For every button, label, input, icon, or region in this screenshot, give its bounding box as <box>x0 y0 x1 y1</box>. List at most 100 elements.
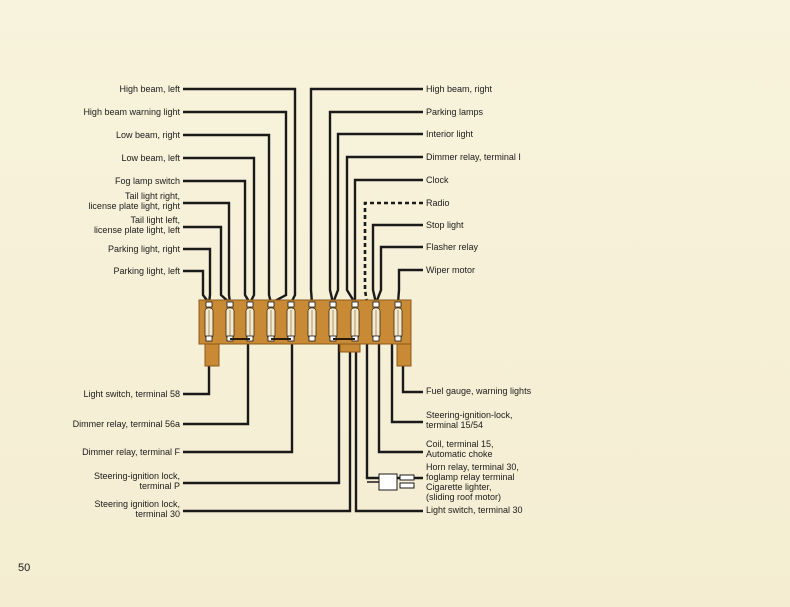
label-bottom-right-6: Light switch, terminal 30 <box>426 505 523 515</box>
label-top-left-1: High beam, left <box>119 84 180 94</box>
wire-top-left-8 <box>183 247 212 304</box>
fuse-terminal-top <box>329 301 337 308</box>
connector-symbol <box>367 473 415 491</box>
label-bottom-right-1: Fuel gauge, warning lights <box>426 386 532 396</box>
wire-top-left-4 <box>183 156 256 304</box>
label-bottom-right-5: Cigarette lighter,(sliding roof motor) <box>426 482 501 502</box>
fuse-terminal-top <box>287 301 295 308</box>
label-top-right-5-line: Clock <box>426 175 449 185</box>
label-top-left-4-line: Low beam, left <box>121 153 180 163</box>
fuse-terminal-top <box>226 301 234 308</box>
label-bottom-right-5-line: (sliding roof motor) <box>426 492 501 502</box>
label-top-right-5: Clock <box>426 175 449 185</box>
label-top-right-3-line: Interior light <box>426 129 474 139</box>
fuse-terminal-top <box>394 301 402 308</box>
label-bottom-left-5-line: Steering ignition lock, <box>94 499 180 509</box>
label-top-left-5-line: Fog lamp switch <box>115 176 180 186</box>
wire-top-left-3 <box>183 133 273 304</box>
wire-top-right-6 <box>363 201 423 304</box>
label-top-left-8-line: Parking light, right <box>108 244 181 254</box>
wire-top-left-5 <box>183 179 252 304</box>
label-top-right-7: Stop light <box>426 220 464 230</box>
wire-top-left-1 <box>183 87 297 304</box>
wire-bottom-left-3 <box>183 344 294 454</box>
connector-pin <box>399 482 415 489</box>
label-bottom-right-2-line: terminal 15/54 <box>426 420 483 430</box>
label-top-left-7-line: Tail light left, <box>130 215 180 225</box>
label-bottom-right-3-line: Coil, terminal 15, <box>426 439 494 449</box>
wire-top-left-7 <box>183 225 231 304</box>
label-top-right-1: High beam, right <box>426 84 493 94</box>
label-bottom-left-3: Dimmer relay, terminal F <box>82 447 180 457</box>
fuse-terminal-top <box>205 301 213 308</box>
wire-top-right-1 <box>309 87 423 304</box>
label-bottom-left-2-line: Dimmer relay, terminal 56a <box>73 419 180 429</box>
label-top-right-1-line: High beam, right <box>426 84 493 94</box>
wire-bottom-left-4 <box>183 344 341 485</box>
fuse-terminal-top <box>246 301 254 308</box>
label-bottom-right-3-line: Automatic choke <box>426 449 493 459</box>
label-top-left-1-line: High beam, left <box>119 84 180 94</box>
label-top-right-9: Wiper motor <box>426 265 475 275</box>
label-bottom-right-1-line: Fuel gauge, warning lights <box>426 386 532 396</box>
label-top-left-7: Tail light left,license plate light, lef… <box>94 215 181 235</box>
label-bottom-right-4: Horn relay, terminal 30,foglamp relay te… <box>426 462 519 482</box>
label-top-right-7-line: Stop light <box>426 220 464 230</box>
label-top-right-4-line: Dimmer relay, terminal I <box>426 152 521 162</box>
label-top-left-6-line: Tail light right, <box>125 191 180 201</box>
wire-top-right-7 <box>371 223 423 304</box>
label-bottom-right-4-line: foglamp relay terminal <box>426 472 515 482</box>
label-top-left-2: High beam warning light <box>83 107 180 117</box>
label-top-right-2: Parking lamps <box>426 107 484 117</box>
wires <box>183 87 423 513</box>
label-top-left-3: Low beam, right <box>116 130 181 140</box>
label-bottom-left-1-line: Light switch, terminal 58 <box>83 389 180 399</box>
wire-top-right-3 <box>331 132 423 304</box>
label-top-left-9-line: Parking light, left <box>113 266 180 276</box>
fuse-terminal-bottom <box>394 335 402 342</box>
label-bottom-left-4: Steering-ignition lock,terminal P <box>94 471 180 491</box>
wire-bottom-right-connector <box>365 344 423 480</box>
connector-body <box>378 473 398 491</box>
wire-top-right-5 <box>353 178 423 303</box>
label-bottom-left-5-line: terminal 30 <box>135 509 180 519</box>
label-top-left-5: Fog lamp switch <box>115 176 180 186</box>
wire-bottom-right-3 <box>377 344 423 454</box>
label-top-left-6-line: license plate light, right <box>88 201 180 211</box>
label-top-left-2-line: High beam warning light <box>83 107 180 117</box>
wire-bottom-left-2 <box>183 344 250 426</box>
fuse-terminal-top <box>267 301 275 308</box>
label-bottom-left-4-line: terminal P <box>139 481 180 491</box>
label-top-right-6-line: Radio <box>426 198 450 208</box>
label-top-left-4: Low beam, left <box>121 153 180 163</box>
fuse-box <box>198 299 412 367</box>
fuse-box-tab-middle <box>339 343 361 353</box>
label-bottom-right-3: Coil, terminal 15,Automatic choke <box>426 439 494 459</box>
fuse-terminal-top <box>308 301 316 308</box>
page-number: 50 <box>18 562 30 574</box>
fuse-box-tab-right <box>396 343 412 367</box>
fuse-terminal-bottom <box>308 335 316 342</box>
label-top-left-8: Parking light, right <box>108 244 181 254</box>
label-top-right-8-line: Flasher relay <box>426 242 479 252</box>
label-bottom-left-2: Dimmer relay, terminal 56a <box>73 419 180 429</box>
label-top-left-7-line: license plate light, left <box>94 225 181 235</box>
label-bottom-right-4-line: Horn relay, terminal 30, <box>426 462 519 472</box>
label-bottom-right-2-line: Steering-ignition-lock, <box>426 410 513 420</box>
label-top-left-9: Parking light, left <box>113 266 180 276</box>
wire-top-right-4 <box>345 155 423 304</box>
label-top-right-3: Interior light <box>426 129 474 139</box>
wire-top-right-2 <box>328 110 423 304</box>
wire-bottom-right-2 <box>390 344 423 424</box>
fuse-terminal-top <box>372 301 380 308</box>
wire-top-right-8 <box>374 245 423 304</box>
label-bottom-left-1: Light switch, terminal 58 <box>83 389 180 399</box>
label-top-right-9-line: Wiper motor <box>426 265 475 275</box>
label-top-right-6: Radio <box>426 198 450 208</box>
label-bottom-left-3-line: Dimmer relay, terminal F <box>82 447 180 457</box>
connector-pin <box>399 474 415 481</box>
fuse-terminal-bottom <box>205 335 213 342</box>
fuse-box-tab-left <box>204 343 220 367</box>
